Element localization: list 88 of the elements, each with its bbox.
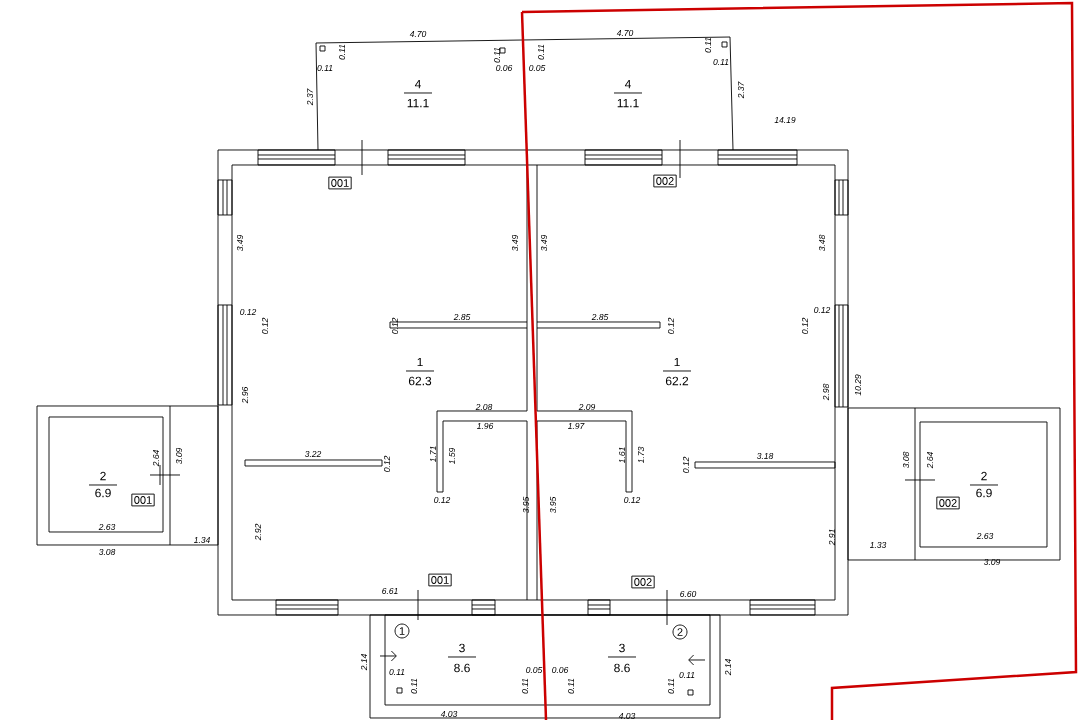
dimension-label: 3.09	[176, 447, 182, 465]
dimension-label: 0.11	[713, 59, 729, 65]
dimension-label: 0.11	[538, 44, 544, 60]
dimension-label: 3.22	[304, 451, 322, 457]
dimension-label: 0.12	[683, 456, 689, 473]
tag-box: 002	[631, 575, 655, 589]
dimension-label: 3.09	[983, 559, 1001, 565]
room-number: 1	[405, 357, 435, 372]
dimension-label: 0.12	[624, 497, 641, 503]
dimension-label: 2.37	[738, 81, 744, 99]
dimension-label: 6.61	[382, 588, 398, 594]
dimension-label: 0.11	[317, 65, 333, 71]
dimension-label: 0.05	[526, 667, 543, 673]
dimension-label: 0.11	[411, 678, 417, 694]
room-area: 8.6	[614, 663, 630, 673]
dimension-label: 0.06	[496, 65, 513, 71]
dimension-label: 0.11	[339, 44, 345, 60]
dimension-label: 14.19	[774, 117, 796, 123]
dimension-label: 3.18	[756, 453, 774, 459]
dimension-label: 2.08	[475, 404, 493, 410]
dimension-label: 3.95	[550, 496, 556, 514]
dimension-label: 3.08	[98, 549, 116, 555]
dimension-label: 2.09	[578, 404, 596, 410]
room-area: 62.2	[665, 376, 689, 386]
room-number: 4	[613, 79, 643, 94]
dimension-label: 0.12	[240, 309, 257, 315]
dimension-label: 1.34	[193, 537, 210, 543]
room-number: 3	[607, 643, 637, 658]
dimension-label: 3.48	[819, 234, 825, 252]
room-number: 4	[403, 79, 433, 94]
dimension-label: 2.63	[976, 533, 994, 539]
room-area: 11.1	[617, 98, 639, 108]
dimension-label: 0.12	[392, 317, 398, 334]
tag-box: 001	[131, 493, 155, 507]
dimension-label: 3.49	[237, 234, 243, 252]
room-number: 2	[88, 471, 118, 486]
room-number: 1	[662, 357, 692, 372]
dimension-label: 1.96	[476, 423, 494, 429]
dimension-label: 3.95	[523, 496, 529, 514]
dimension-label: 0.12	[668, 317, 674, 334]
dimension-label: 3.08	[903, 451, 909, 469]
dimension-label: 1.33	[869, 542, 887, 548]
dimension-label: 2.92	[255, 523, 261, 541]
tag-box: 002	[936, 496, 960, 510]
dimension-label: 2.85	[453, 314, 471, 320]
dimension-label: 0.11	[668, 678, 674, 694]
dimension-label: 4.70	[409, 31, 427, 37]
dimension-label: 2.96	[242, 386, 248, 404]
dimension-label: 3.49	[541, 234, 547, 252]
room-area: 6.9	[976, 488, 992, 498]
dimension-label: 2.14	[725, 659, 731, 676]
dimension-label: 0.12	[262, 317, 268, 334]
dimension-label: 0.11	[705, 37, 711, 53]
tag-box: 001	[328, 176, 352, 190]
room-area: 8.6	[454, 663, 470, 673]
tag-box: 002	[653, 174, 677, 188]
room-area: 11.1	[407, 98, 429, 108]
dimension-label: 2.98	[823, 383, 829, 401]
room-number: 2	[969, 471, 999, 486]
dimension-label: 1.71	[430, 446, 436, 463]
room-area: 6.9	[95, 488, 111, 498]
dimension-label: 0.12	[802, 317, 808, 334]
dimension-label: 6.60	[680, 591, 697, 597]
dimension-label: 10.29	[855, 374, 861, 396]
dimension-label: 4.70	[616, 30, 634, 36]
dimension-label: 4.03	[440, 711, 458, 717]
dimension-label: 0.06	[552, 667, 569, 673]
dimension-label: 1.97	[567, 423, 585, 429]
room-area: 62.3	[408, 376, 432, 386]
dimension-label: 1.73	[638, 446, 644, 464]
dimension-label: 0.12	[434, 497, 451, 503]
dimension-label: 2.85	[591, 314, 609, 320]
dimension-label: 4.03	[618, 713, 636, 719]
dimension-label: 1.59	[449, 447, 455, 465]
room-number: 3	[447, 643, 477, 658]
dimension-label: 0.12	[814, 307, 831, 313]
dimension-label: 1.61	[619, 447, 625, 464]
dimension-label: 0.11	[494, 47, 500, 63]
dimension-label: 0.11	[568, 678, 574, 694]
dimension-label: 0.11	[522, 678, 528, 694]
dimension-label: 2.63	[98, 524, 116, 530]
dimension-label: 0.12	[384, 455, 390, 472]
dimension-label: 0.11	[389, 669, 405, 675]
dimension-label: 2.37	[307, 88, 313, 106]
tag-box: 001	[428, 573, 452, 587]
dimension-label: 3.49	[512, 234, 518, 252]
dimension-label: 2.91	[829, 529, 835, 546]
dimension-label: 0.05	[529, 65, 546, 71]
